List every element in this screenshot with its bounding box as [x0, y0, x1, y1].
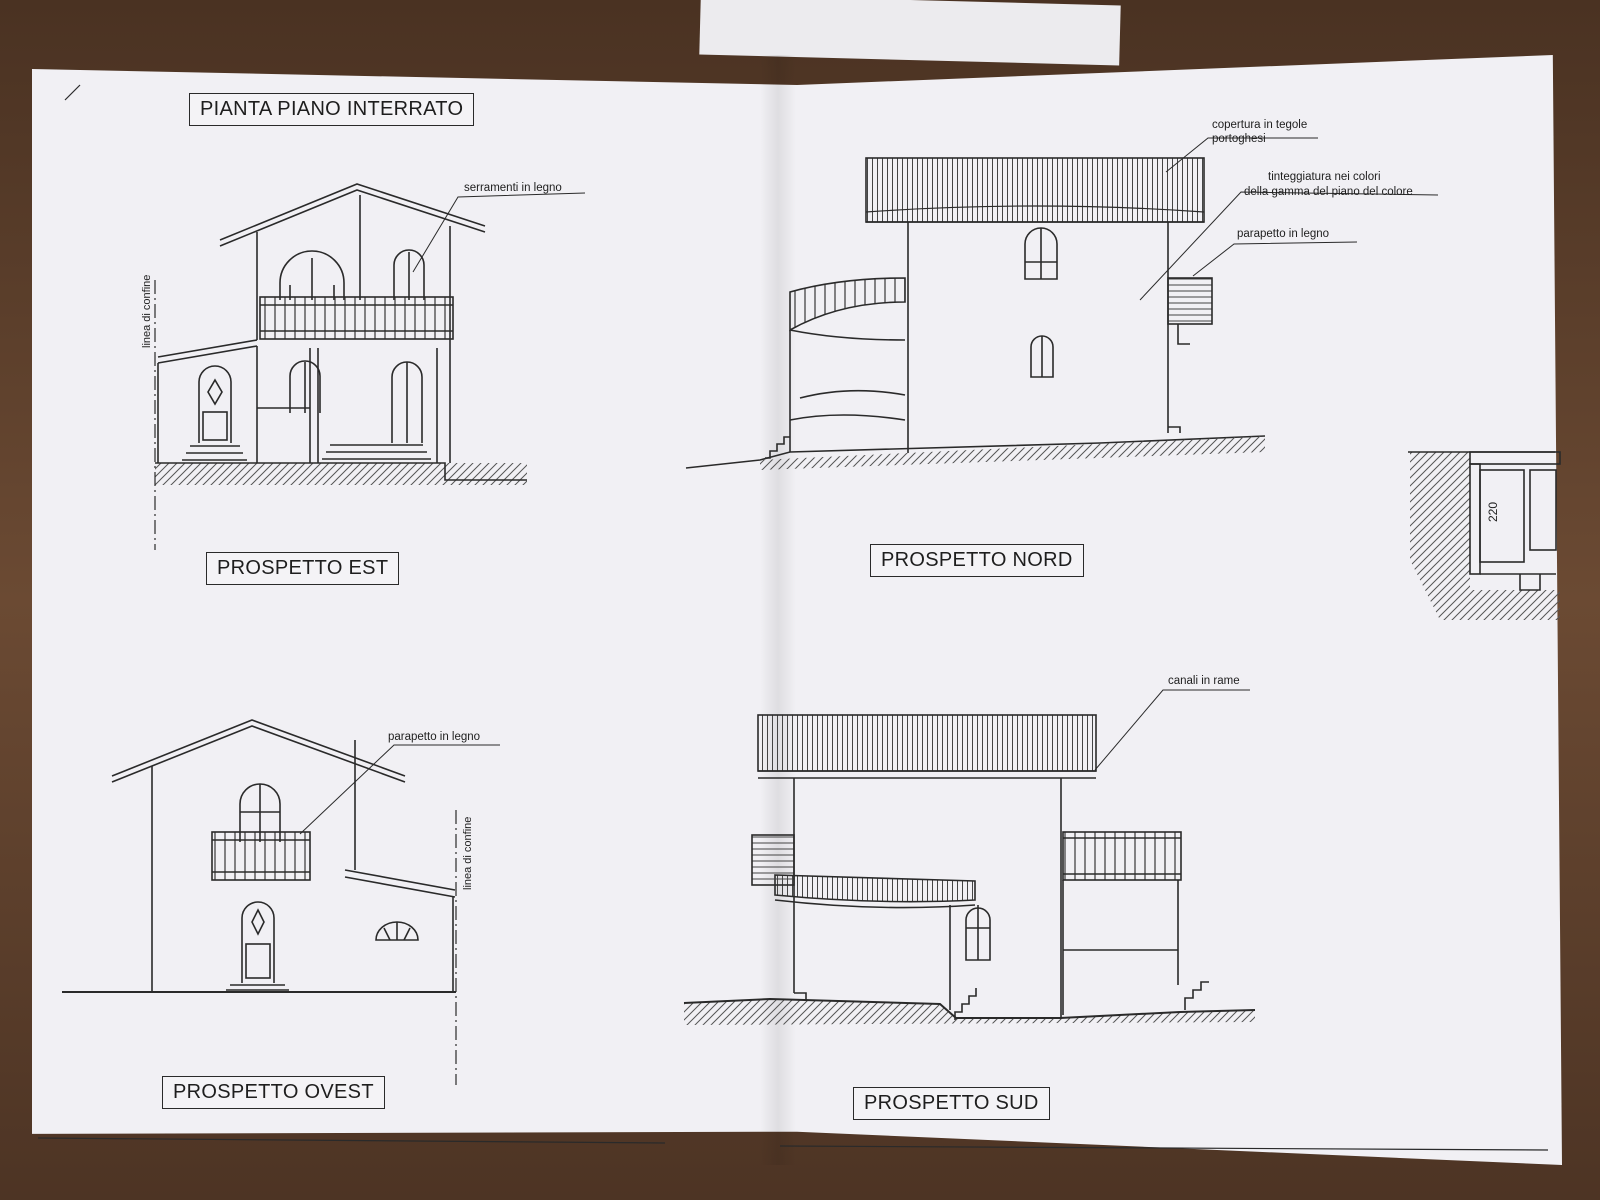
note-parapet-west: parapetto in legno: [388, 731, 481, 743]
note-roof-tiles-2: portoghesi: [1212, 133, 1266, 145]
elevation-south: [683, 689, 1256, 1025]
note-paint-1: tinteggiatura nei colori: [1268, 171, 1381, 183]
note-parapet-north: parapetto in legno: [1237, 228, 1330, 240]
plan-fragment-right: [1408, 451, 1561, 620]
note-boundary-line-west: linea di confine: [462, 816, 474, 890]
elevation-east: [154, 183, 586, 550]
note-copper-gutters: canali in rame: [1168, 675, 1240, 687]
title-south-elevation: PROSPETTO SUD: [853, 1087, 1050, 1120]
elevation-west: [62, 719, 500, 1085]
title-plan-basement: PIANTA PIANO INTERRATO: [189, 93, 475, 126]
note-roof-tiles-1: copertura in tegole: [1212, 119, 1308, 131]
note-boundary-line-east: linea di confine: [141, 274, 153, 348]
sheet-fold-shadow: [760, 55, 796, 1165]
dimension-220: 220: [1486, 501, 1500, 522]
note-window-frames: serramenti in legno: [464, 182, 562, 194]
title-east-elevation: PROSPETTO EST: [206, 552, 400, 585]
title-west-elevation: PROSPETTO OVEST: [162, 1076, 385, 1109]
title-north-elevation: PROSPETTO NORD: [870, 544, 1084, 577]
note-paint-2: della gamma del piano del colore: [1244, 186, 1413, 198]
drawing-sheet: [32, 55, 1562, 1165]
elevation-north: [685, 137, 1439, 470]
